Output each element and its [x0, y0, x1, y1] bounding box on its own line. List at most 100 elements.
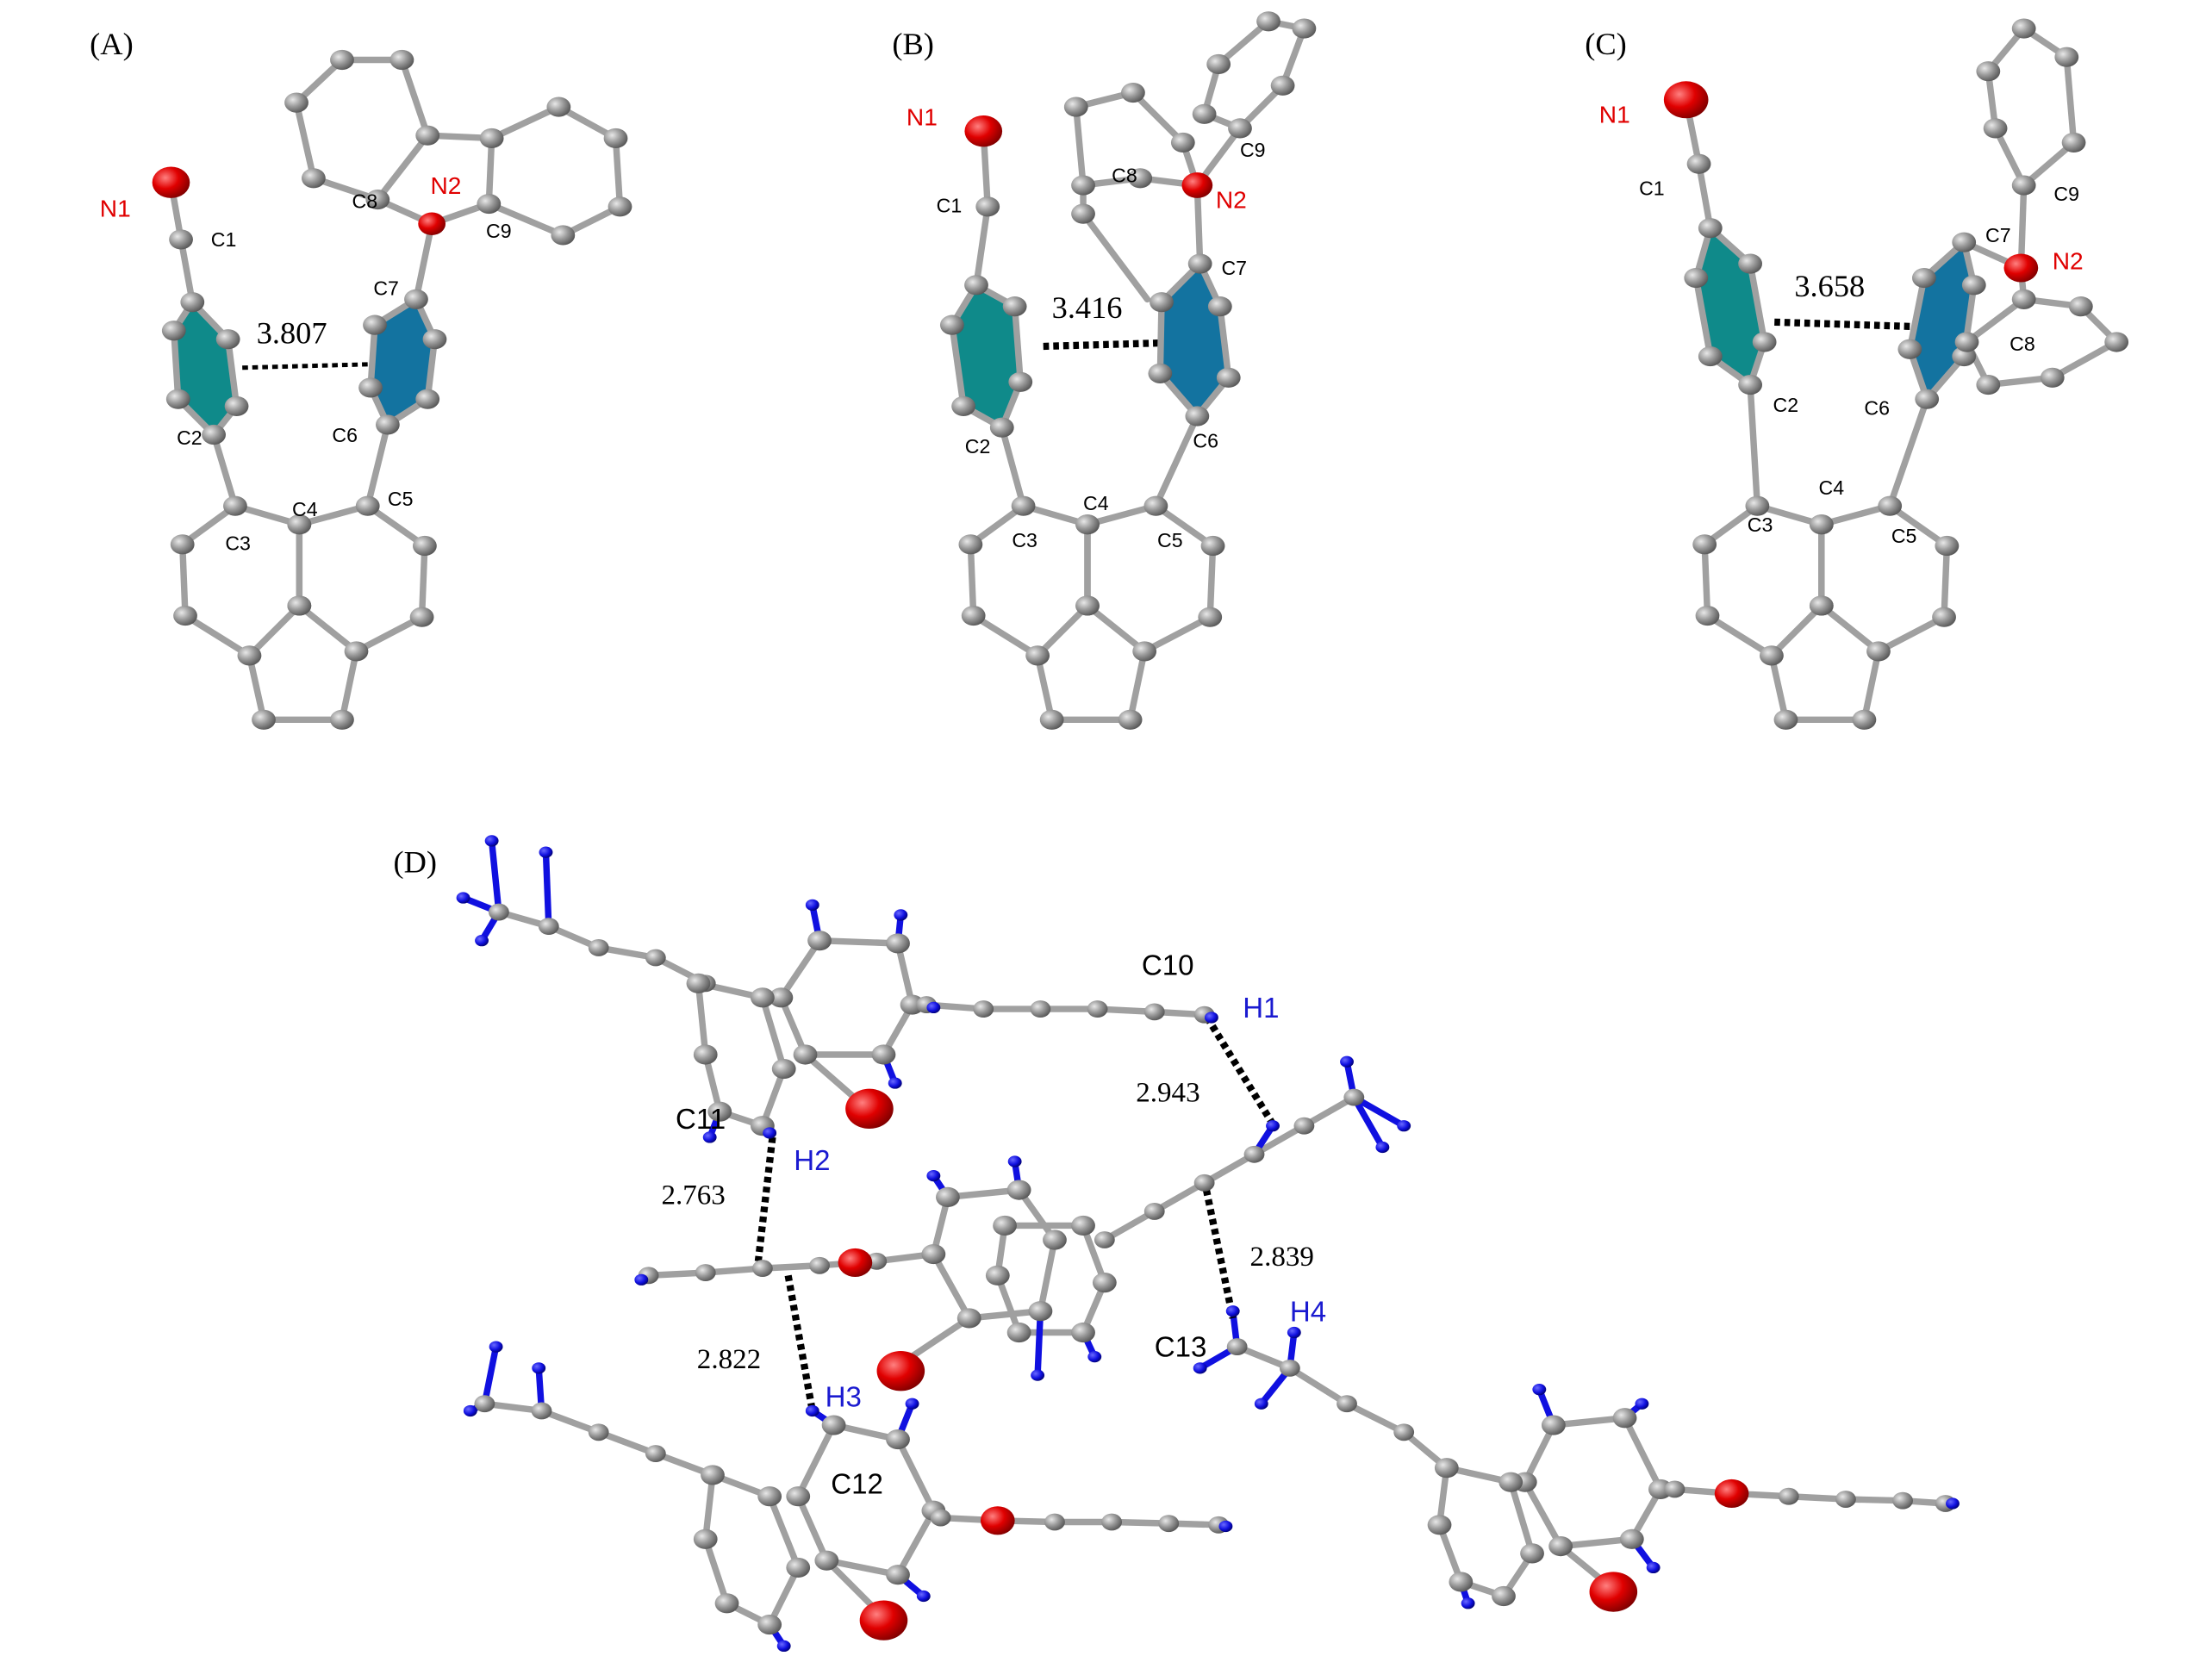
carbon-atom — [330, 49, 354, 71]
bond — [2063, 53, 2078, 146]
hydrogen-atom — [1375, 1141, 1390, 1154]
nitrogen-atom — [1181, 172, 1213, 198]
carbon-atom — [757, 1486, 782, 1507]
bond — [1963, 296, 2028, 346]
carbon-atom — [2061, 132, 2086, 153]
atom-label-c7: C7 — [1221, 257, 1247, 279]
carbon-atom — [538, 918, 559, 936]
carbon-atom — [1132, 641, 1157, 662]
carbon-atom — [1427, 1515, 1452, 1535]
hydrogen-atom — [456, 892, 470, 904]
carbon-atom — [1148, 363, 1173, 383]
hydrogen-atom — [894, 909, 908, 921]
carbon-atom — [1092, 1273, 1117, 1293]
carbon-atom — [415, 125, 440, 146]
carbon-atom — [344, 641, 369, 662]
carbon-atom — [693, 1044, 718, 1065]
carbon-atom — [809, 1256, 830, 1274]
carbon-atom — [1961, 275, 1986, 296]
bond — [1818, 602, 1882, 655]
panel-label: (B) — [892, 27, 934, 61]
contact-line — [1043, 338, 1195, 351]
bond — [365, 502, 428, 550]
carbon-atom — [180, 292, 205, 313]
carbon-atom — [1025, 645, 1050, 666]
carbon-atom — [751, 1260, 773, 1278]
contact-line — [784, 1274, 816, 1412]
carbon-atom — [1071, 175, 1095, 196]
carbon-atom — [1499, 1472, 1523, 1492]
bond — [1875, 613, 1947, 655]
carbon-atom — [793, 1044, 818, 1065]
hydrogen-atom — [926, 1001, 941, 1014]
bond — [973, 203, 991, 289]
carbon-atom — [1738, 253, 1762, 274]
bond — [702, 1535, 731, 1607]
carbon-atom — [814, 1550, 839, 1571]
bond — [766, 1493, 801, 1572]
carbon-atom — [1878, 495, 1903, 516]
bond — [485, 134, 495, 208]
atom-label-h2: H2 — [794, 1145, 830, 1177]
atoms-layer — [152, 11, 2129, 1653]
carbon-atom — [252, 709, 276, 730]
atom-label-c1: C1 — [211, 228, 237, 251]
carbon-atom — [757, 1615, 782, 1635]
carbon-atom — [1619, 1528, 1644, 1549]
hydrogen-atom — [1193, 1362, 1207, 1374]
carbon-atom — [695, 1264, 716, 1281]
carbon-atom — [1279, 1359, 1300, 1377]
nitrogen-atom — [838, 1248, 873, 1278]
atom-label-c6: C6 — [332, 424, 358, 446]
bond — [296, 602, 360, 655]
bond — [481, 1343, 500, 1407]
carbon-atom — [1200, 535, 1225, 557]
carbon-atom — [1698, 346, 1723, 367]
carbon-atom — [1044, 1513, 1065, 1531]
carbon-atom — [1935, 535, 1960, 557]
carbon-atom — [1193, 1174, 1215, 1192]
carbon-atom — [1434, 1458, 1459, 1479]
carbon-atom — [1150, 292, 1174, 313]
bond — [949, 321, 967, 410]
bond — [794, 1493, 831, 1564]
hydrogen-atom — [888, 1077, 902, 1089]
bond — [1193, 182, 1204, 267]
carbon-atom — [973, 1000, 994, 1018]
bond — [424, 335, 439, 402]
carbon-atom — [474, 1395, 495, 1413]
bond — [1152, 413, 1201, 509]
carbon-atom — [1043, 1230, 1067, 1250]
carbon-atom — [1760, 645, 1784, 666]
carbon-atom — [551, 225, 576, 246]
carbon-atom — [1011, 495, 1036, 516]
atom-label-c8: C8 — [2009, 333, 2035, 355]
carbon-atom — [1071, 203, 1095, 224]
carbon-atom — [409, 607, 434, 627]
hydrogen-atom — [1087, 1351, 1102, 1363]
bond — [1141, 613, 1213, 655]
hydrogen-atom — [1635, 1398, 1649, 1410]
carbon-atom — [588, 939, 609, 956]
carbon-atom — [1866, 641, 1891, 662]
carbon-atom — [608, 196, 632, 217]
carbon-atom — [215, 329, 240, 350]
carbon-atom — [936, 1186, 960, 1207]
atom-label-c7: C7 — [373, 277, 399, 299]
carbon-atom — [1343, 1088, 1365, 1106]
carbon-atom — [951, 395, 975, 416]
atom-label-c13: C13 — [1155, 1332, 1207, 1364]
bond — [488, 103, 563, 142]
carbon-atom — [1192, 103, 1217, 124]
atom-label-c2: C2 — [965, 435, 991, 458]
carbon-atom — [1006, 1180, 1031, 1200]
carbon-atom — [1187, 253, 1212, 274]
carbon-atom — [1664, 1480, 1685, 1498]
carbon-atom — [477, 193, 502, 215]
bond — [702, 1472, 716, 1543]
centroid-distance-label: 3.416 — [1052, 290, 1123, 325]
carbon-atom — [886, 933, 910, 954]
carbon-atom — [1773, 709, 1798, 730]
bond — [1522, 1479, 1564, 1550]
